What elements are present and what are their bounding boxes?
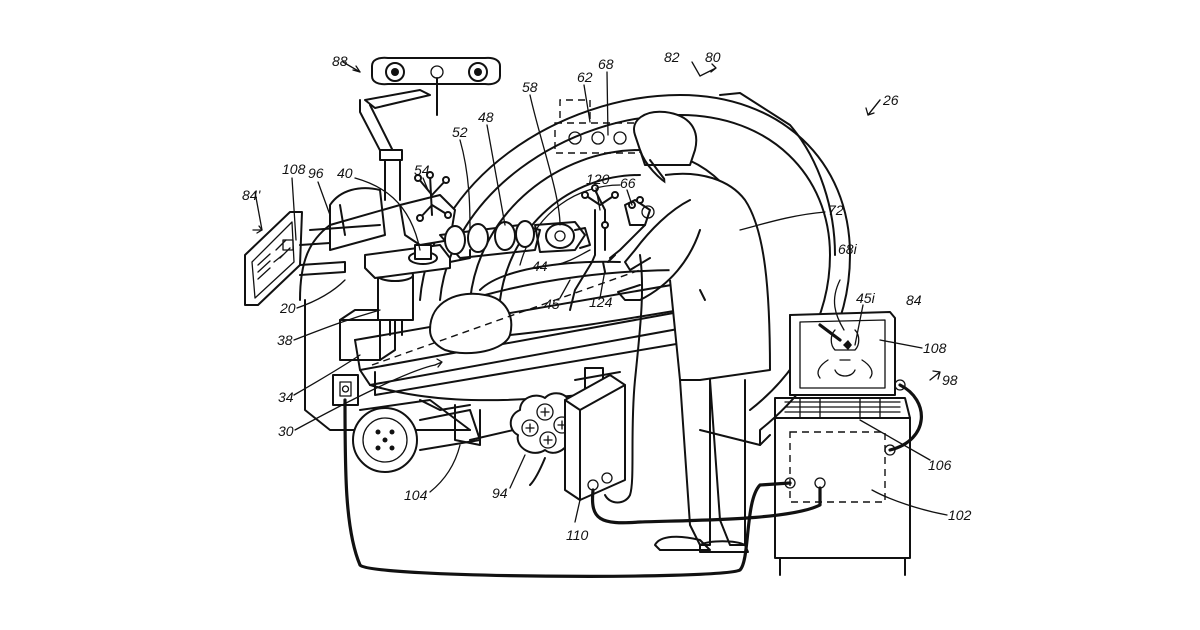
label-84-prime: 84' — [242, 187, 262, 203]
label-40: 40 — [337, 165, 353, 181]
label-30: 30 — [278, 423, 294, 439]
label-94: 94 — [492, 485, 508, 501]
label-102: 102 — [948, 507, 972, 523]
label-45: 45 — [544, 296, 560, 312]
label-120: 120 — [586, 171, 610, 187]
label-96: 96 — [308, 165, 324, 181]
label-48: 48 — [478, 109, 494, 125]
label-62: 62 — [577, 69, 593, 85]
label-82: 82 — [664, 49, 680, 65]
label-58: 58 — [522, 79, 538, 95]
label-34: 34 — [278, 389, 294, 405]
label-108-cart: 108 — [282, 161, 306, 177]
label-54: 54 — [414, 162, 430, 178]
label-52: 52 — [452, 124, 468, 140]
label-106: 106 — [928, 457, 952, 473]
label-88: 88 — [332, 53, 348, 69]
label-20: 20 — [279, 300, 296, 316]
label-108-workstation: 108 — [923, 340, 947, 356]
label-66: 66 — [620, 175, 636, 191]
workstation — [775, 312, 910, 575]
label-68: 68 — [598, 56, 614, 72]
label-44: 44 — [532, 258, 548, 274]
label-26: 26 — [882, 92, 899, 108]
console-box — [565, 375, 625, 500]
label-68i: 68i — [838, 241, 858, 257]
label-38: 38 — [277, 332, 293, 348]
label-110: 110 — [566, 527, 589, 543]
label-104: 104 — [404, 487, 428, 503]
label-45i: 45i — [856, 290, 876, 306]
label-80: 80 — [705, 49, 721, 65]
label-98: 98 — [942, 372, 958, 388]
label-84: 84 — [906, 292, 922, 308]
label-124: 124 — [589, 294, 613, 310]
label-72: 72 — [828, 202, 844, 218]
